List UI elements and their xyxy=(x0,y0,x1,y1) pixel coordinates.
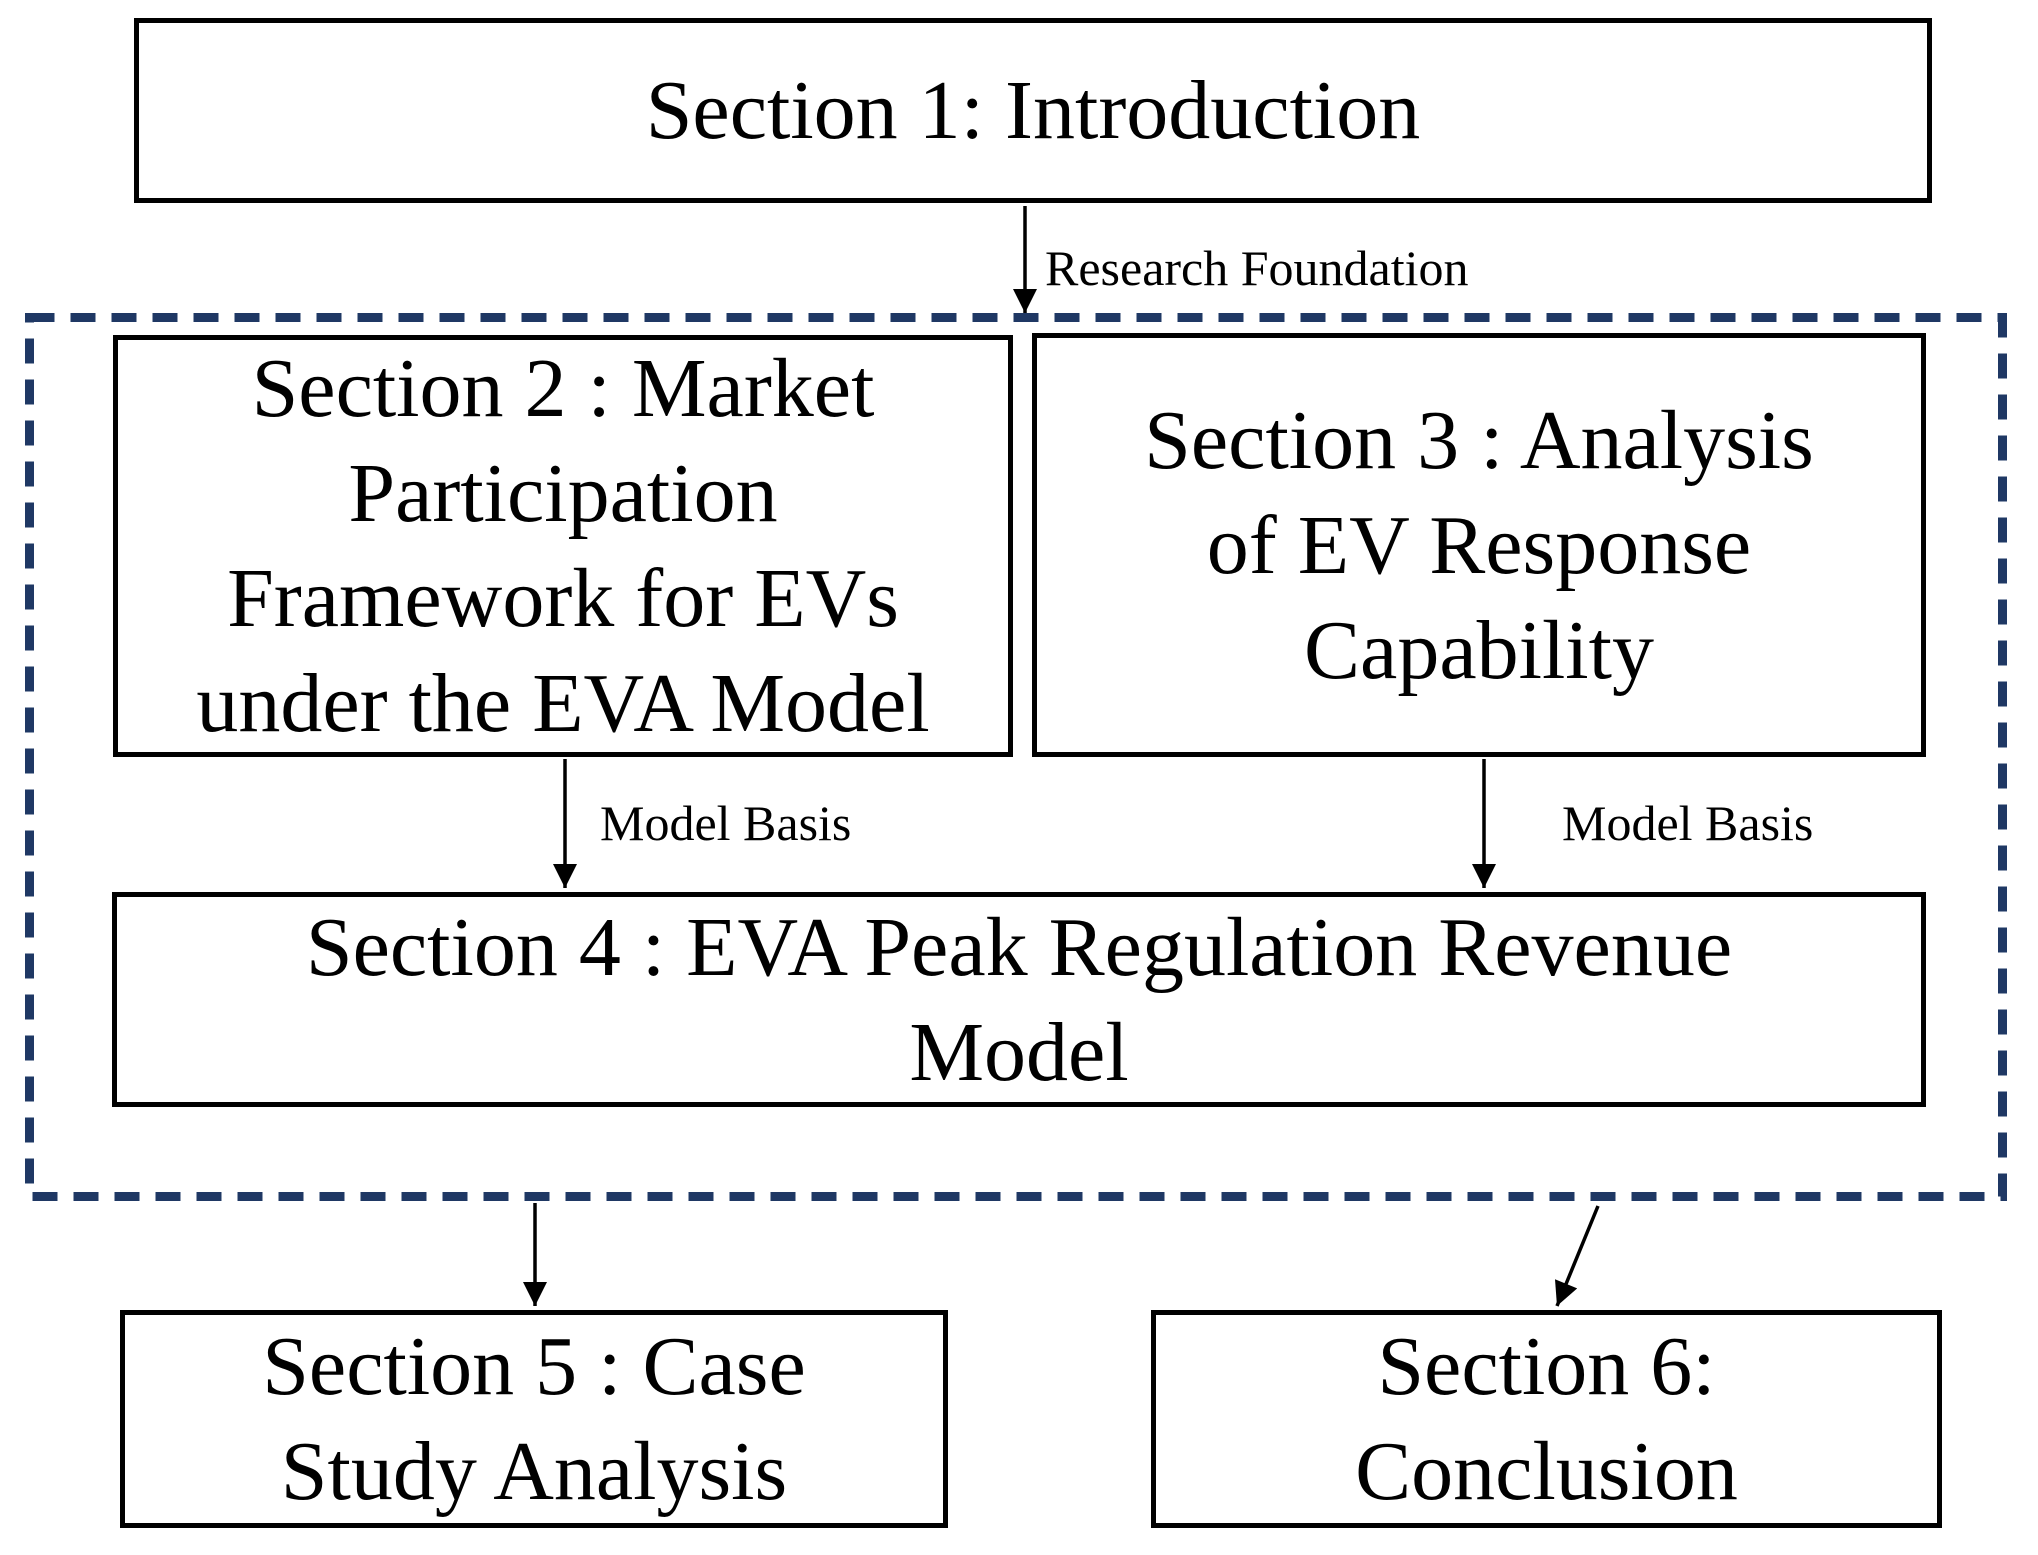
section2-title-line1: Section 2 : Market xyxy=(251,342,875,435)
research-foundation-label: Research Foundation xyxy=(1045,240,1469,296)
section2-box: Section 2 : Market Participation Framewo… xyxy=(113,335,1013,757)
section2-title-line4: under the EVA Model xyxy=(196,657,930,750)
arrow-group-to-section6 xyxy=(1555,1205,1600,1307)
dashed-group-border xyxy=(25,313,2007,1201)
section6-title-line2: Conclusion xyxy=(1355,1425,1738,1518)
section4-box: Section 4 : EVA Peak Regulation Revenue … xyxy=(112,892,1926,1107)
section1-box: Section 1: Introduction xyxy=(134,18,1932,203)
section3-box: Section 3 : Analysis of EV Response Capa… xyxy=(1032,333,1926,757)
section6-box: Section 6: Conclusion xyxy=(1151,1310,1942,1528)
section1-title: Section 1: Introduction xyxy=(645,64,1421,157)
model-basis-label-right: Model Basis xyxy=(1562,795,1814,851)
model-basis-label-left: Model Basis xyxy=(600,795,852,851)
section3-title-line3: Capability xyxy=(1304,603,1654,697)
section5-title-line1: Section 5 : Case xyxy=(262,1320,806,1413)
section2-title-line3: Framework for EVs xyxy=(227,552,899,645)
section3-title-line2: of EV Response xyxy=(1206,498,1752,592)
section5-box: Section 5 : Case Study Analysis xyxy=(120,1310,948,1528)
section4-title-line1: Section 4 : EVA Peak Regulation Revenue xyxy=(305,900,1733,994)
section4-title-line2: Model xyxy=(909,1005,1129,1099)
section6-title-line1: Section 6: xyxy=(1377,1320,1716,1413)
section3-title-line1: Section 3 : Analysis xyxy=(1144,393,1814,487)
section2-title-line2: Participation xyxy=(348,447,778,540)
section5-title-line2: Study Analysis xyxy=(280,1425,788,1518)
